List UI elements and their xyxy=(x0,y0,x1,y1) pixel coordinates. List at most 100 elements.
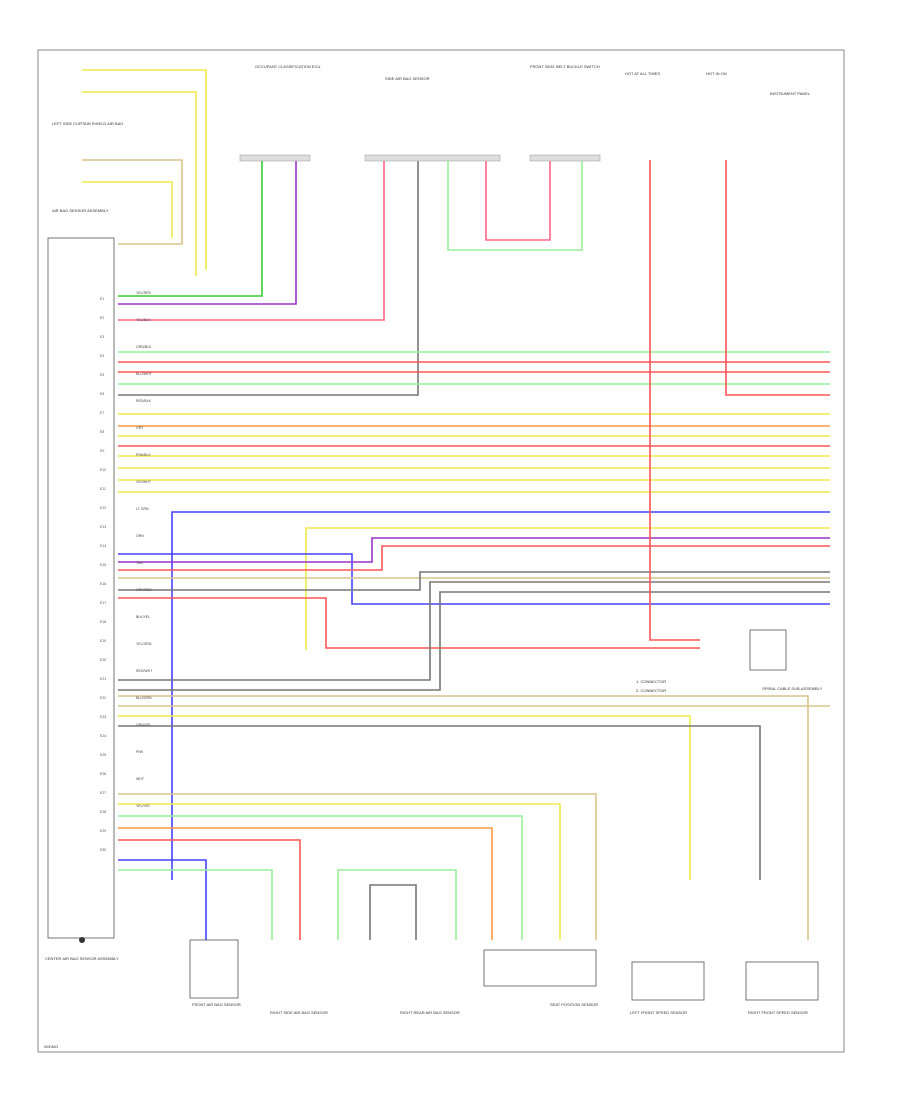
ecu-pin-label: E10 xyxy=(100,468,106,472)
component-top-4-label: HOT AT ALL TIMES xyxy=(625,71,660,76)
connector-top-1 xyxy=(239,154,311,162)
wirecode-layer: YEL/RED YEL/BLK GRN/BLK BLU/WHT RED/BLK GRY PN… xyxy=(136,291,153,808)
ecu-pin-label: E13 xyxy=(100,525,106,529)
diagram-frame xyxy=(37,49,845,1053)
rear-sensor-box xyxy=(483,949,597,987)
ecu-pin-label: E20 xyxy=(100,658,106,662)
top-connectors xyxy=(239,154,601,162)
component-bottom-6-label: RIGHT FRONT SPEED SENSOR xyxy=(748,1010,808,1015)
ecu-pin-label: E12 xyxy=(100,506,106,510)
wire-29 xyxy=(118,591,830,691)
ecu-pin-label: E28 xyxy=(100,810,106,814)
ecu-pin-label: E7 xyxy=(100,411,104,415)
component-left-2-label: AIR BAG SENSOR ASSEMBLY xyxy=(52,208,109,213)
wire-color-code: GRN/BLK xyxy=(136,345,152,349)
wire-5 xyxy=(447,160,583,251)
wire-3 xyxy=(118,160,385,321)
component-top-1-label: OCCUPANT CLASSIFICATION ECU xyxy=(255,64,320,69)
wire-color-code: PNK xyxy=(136,750,144,754)
component-top-3-label: FRONT SEAT BELT BUCKLE SWITCH xyxy=(530,64,600,69)
wire-color-code: WHT xyxy=(136,777,145,781)
wire-33 xyxy=(118,725,761,880)
wire-color-code: YEL/BLK xyxy=(136,318,151,322)
wire-38 xyxy=(118,839,301,940)
wire-layer xyxy=(82,69,830,940)
wire-21 xyxy=(305,527,830,650)
wire-color-code: BLU/ORN xyxy=(136,696,152,700)
component-right-mid-label: SPIRAL CABLE SUB-ASSEMBLY xyxy=(762,686,823,691)
wire-color-code: GRY/RED xyxy=(136,588,152,592)
wire-39 xyxy=(118,859,207,940)
component-bottom-4-label: SEAT POSITION SENSOR xyxy=(550,1002,598,1007)
wire-24 xyxy=(118,545,830,571)
wire-44 xyxy=(82,91,197,276)
component-bottom-left-label: CENTER AIR BAG SENSOR ASSEMBLY xyxy=(45,956,119,961)
labels: OCCUPANT CLASSIFICATION ECU SIDE AIR BAG… xyxy=(44,64,823,1049)
wire-color-code: BLU/WHT xyxy=(136,372,153,376)
wire-27 xyxy=(118,597,700,649)
ecu-pin-label: E9 xyxy=(100,449,104,453)
wire-color-code: TAN xyxy=(136,561,143,565)
ecu-pin-label: E11 xyxy=(100,487,106,491)
wire-color-code: ORN xyxy=(136,534,144,538)
wire-2 xyxy=(118,160,297,305)
ecu-pin-label: E21 xyxy=(100,677,106,681)
component-bottom-5-label: LEFT FRONT SPEED SENSOR xyxy=(630,1010,687,1015)
spiral-cable-box xyxy=(749,629,787,671)
pin-layer: E1E2E3E4E5E6E7E8E9E10E11E12E13E14E15E16E… xyxy=(100,297,106,852)
wire-color-code: VIO/WHT xyxy=(136,480,152,484)
component-left-1-label: LEFT SIDE CURTAIN SHIELD AIR BAG xyxy=(52,121,123,126)
ecu-pin-label: E5 xyxy=(100,373,104,377)
wire-6 xyxy=(485,160,551,241)
ecu-pin-label: E4 xyxy=(100,354,104,358)
wire-47 xyxy=(118,695,809,940)
connector-top-2 xyxy=(364,154,501,162)
ecu-pin-label: E19 xyxy=(100,639,106,643)
wire-22 xyxy=(118,553,830,605)
ecu-pin-label: E14 xyxy=(100,544,106,548)
ecu-pin-label: E8 xyxy=(100,430,104,434)
wire-30 xyxy=(649,160,700,641)
ecu-pin-label: E30 xyxy=(100,848,106,852)
left-speed-sensor-box xyxy=(631,961,705,1001)
component-bottom-3-label: RIGHT REAR AIR BAG SENSOR xyxy=(400,1010,460,1015)
ecu-pin-label: E24 xyxy=(100,734,106,738)
ecu-pin-label: E22 xyxy=(100,696,106,700)
footer-code: W/DMG xyxy=(44,1044,58,1049)
ecu-pin-label: E29 xyxy=(100,829,106,833)
front-airbag-sensor-box xyxy=(189,939,239,999)
wire-color-code: YEL/RED xyxy=(136,291,151,295)
note-2-label: 2. CONNECTOR xyxy=(636,688,666,693)
wire-43 xyxy=(82,69,207,270)
wire-color-code: RED/BLK xyxy=(136,399,152,403)
ecu-pin-label: E26 xyxy=(100,772,106,776)
wire-37 xyxy=(118,827,493,940)
wire-color-code: PNK/BLK xyxy=(136,453,151,457)
ecu-pin-label: E23 xyxy=(100,715,106,719)
air-bag-ecu-block xyxy=(47,237,115,939)
ecu-pin-label: E25 xyxy=(100,753,106,757)
wire-26 xyxy=(118,571,830,591)
ecu-pin-label: E18 xyxy=(100,620,106,624)
wire-1 xyxy=(118,160,263,297)
ecu-pin-label: E15 xyxy=(100,563,106,567)
ecu-pin-label: E27 xyxy=(100,791,106,795)
wire-11 xyxy=(725,160,830,396)
ecu-pin-label: E3 xyxy=(100,335,104,339)
wire-42 xyxy=(369,884,417,940)
wire-34 xyxy=(118,793,597,940)
wire-46 xyxy=(82,181,173,238)
ground-symbol xyxy=(79,937,85,943)
ecu-pin-label: E1 xyxy=(100,297,104,301)
connector-top-3 xyxy=(529,154,601,162)
wire-color-code: GRN/YEL xyxy=(136,723,151,727)
component-top-2-label: SIDE AIR BAG SENSOR xyxy=(385,76,430,81)
ecu-pin-label: E2 xyxy=(100,316,104,320)
note-1-label: 1. CONNECTOR xyxy=(636,679,666,684)
component-bottom-2-label: RIGHT SIDE AIR BAG SENSOR xyxy=(270,1010,328,1015)
ecu-pin-label: E16 xyxy=(100,582,106,586)
ecu-pin-label: E6 xyxy=(100,392,104,396)
wire-4 xyxy=(118,160,419,396)
wire-color-code: GRY xyxy=(136,426,144,430)
